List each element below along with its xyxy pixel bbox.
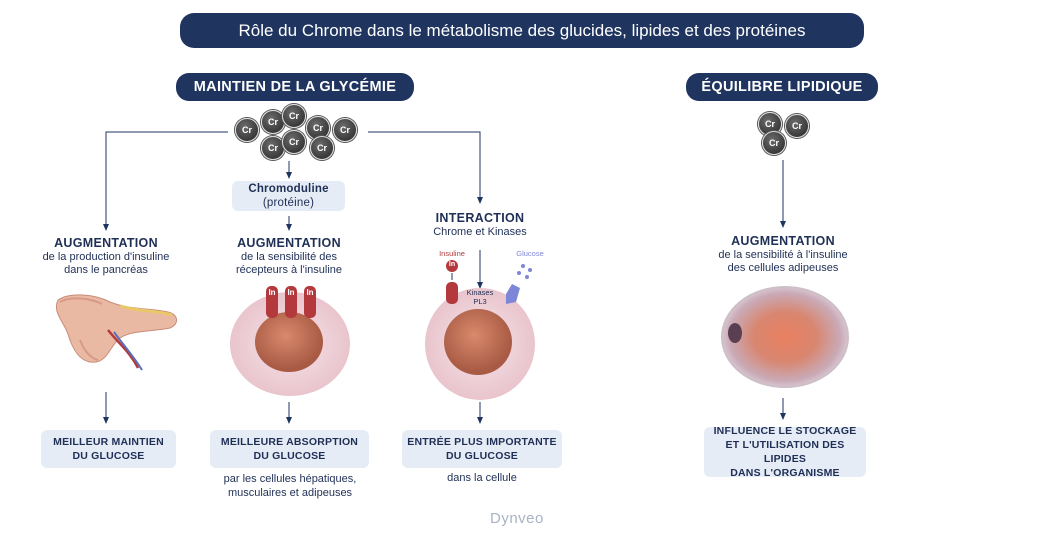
col3-text: INTERACTION Chrome et Kinases: [405, 211, 555, 239]
col3-head: INTERACTION: [435, 211, 525, 225]
col3-result-line1: ENTRÉE PLUS IMPORTANTE: [407, 436, 557, 448]
chrome-atom: Cr: [333, 118, 357, 142]
glucose-label: Glucose: [516, 249, 544, 258]
col2-result-line2: DU GLUCOSE: [253, 450, 326, 462]
chromoduline-box: Chromoduline (protéine): [232, 181, 345, 211]
col1-result-line1: MEILLEUR MAINTIEN: [53, 436, 164, 448]
chromoduline-name: Chromoduline: [248, 183, 329, 195]
col4-result-line3: DANS L'ORGANISME: [730, 467, 840, 479]
receptor-label: In: [268, 288, 276, 297]
col4-line1: de la sensibilité à l'insuline: [718, 249, 848, 261]
insuline-label: Insuline: [439, 249, 465, 258]
kinases-line2: PL3: [473, 297, 487, 306]
col4-head: AUGMENTATION: [731, 234, 835, 248]
col1-line2: dans le pancréas: [64, 264, 148, 276]
insuline-in-label: In: [448, 261, 456, 268]
chrome-atom: Cr: [762, 131, 786, 155]
pancreas-illustration: [55, 294, 177, 371]
col2-caption: par les cellules hépatiques, musculaires…: [200, 472, 380, 500]
col4-result: INFLUENCE LE STOCKAGE ET L'UTILISATION D…: [704, 425, 866, 479]
receptor-label: In: [287, 288, 295, 297]
cell-kinases-illustration: [425, 260, 535, 400]
col4-result-line1: INFLUENCE LE STOCKAGE: [713, 425, 857, 437]
kinases-line1: Kinases: [466, 288, 494, 297]
col2-line1: de la sensibilité des: [240, 251, 337, 263]
section-glycemie: MAINTIEN DE LA GLYCÉMIE: [176, 73, 414, 101]
chrome-atom: Cr: [785, 114, 809, 138]
col2-result-line1: MEILLEURE ABSORPTION: [220, 436, 359, 448]
col2-text: AUGMENTATION de la sensibilité des récep…: [205, 236, 373, 277]
col1-result-line2: DU GLUCOSE: [72, 450, 145, 462]
col2-caption-line1: par les cellules hépatiques,: [223, 473, 357, 485]
receptor-label: In: [306, 288, 314, 297]
chrome-atom: Cr: [261, 136, 285, 160]
col3-result: ENTRÉE PLUS IMPORTANTE DU GLUCOSE: [402, 430, 562, 468]
col2-head: AUGMENTATION: [237, 236, 341, 250]
col2-caption-line2: musculaires et adipeuses: [227, 487, 353, 499]
col1-result: MEILLEUR MAINTIEN DU GLUCOSE: [41, 430, 176, 468]
col4-result-line2: ET L'UTILISATION DES LIPIDES: [725, 439, 845, 465]
col3-result-line2: DU GLUCOSE: [445, 450, 518, 462]
chrome-atom: Cr: [282, 130, 306, 154]
col4-text: AUGMENTATION de la sensibilité à l'insul…: [700, 234, 866, 275]
col1-line1: de la production d'insuline: [42, 251, 170, 263]
chrome-atom: Cr: [310, 136, 334, 160]
col1-text: AUGMENTATION de la production d'insuline…: [20, 236, 192, 277]
chrome-atom: Cr: [235, 118, 259, 142]
dynveo-logo: Dynveo: [490, 510, 544, 527]
cell-receptors-illustration: [230, 286, 350, 396]
col3-caption: dans la cellule: [447, 472, 517, 484]
kinases-label: Kinases PL3: [460, 288, 500, 306]
col3-line1: Chrome et Kinases: [433, 226, 527, 238]
col4-line2: des cellules adipeuses: [727, 262, 839, 274]
col2-result: MEILLEURE ABSORPTION DU GLUCOSE: [210, 430, 369, 468]
col2-line2: récepteurs à l'insuline: [235, 264, 343, 276]
chrome-atom: Cr: [282, 104, 306, 128]
section-lipidique: ÉQUILIBRE LIPIDIQUE: [686, 73, 878, 101]
col1-head: AUGMENTATION: [54, 236, 158, 250]
adipocyte-illustration: [721, 286, 849, 388]
page-title: Rôle du Chrome dans le métabolisme des g…: [180, 13, 864, 48]
chromoduline-sub: (protéine): [262, 197, 315, 209]
